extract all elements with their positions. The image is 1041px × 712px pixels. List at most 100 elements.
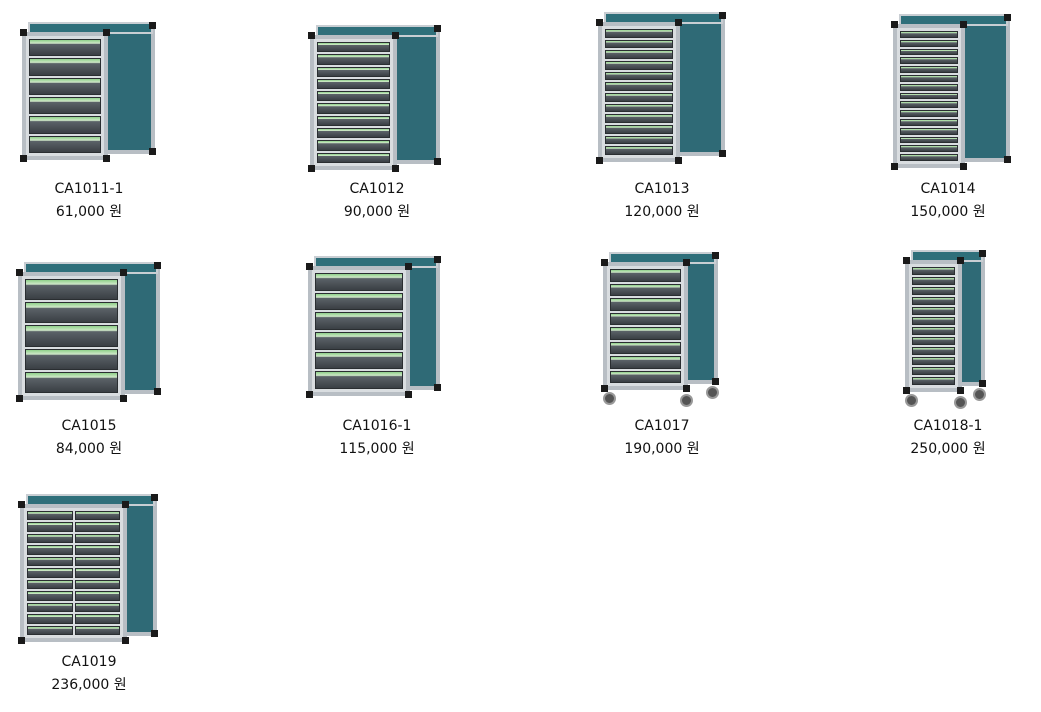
drawer — [900, 154, 958, 161]
drawer — [27, 556, 73, 567]
corner-cap — [601, 259, 608, 266]
product-price: 120,000 원 — [624, 204, 700, 220]
drawer — [27, 522, 73, 532]
cabinet-side-panel — [408, 258, 440, 390]
corner-cap — [154, 262, 161, 269]
drawer — [27, 625, 73, 635]
drawer — [317, 66, 390, 77]
drawer — [912, 277, 955, 285]
product-name[interactable]: CA1017 — [634, 418, 690, 434]
corner-cap — [154, 388, 161, 395]
product-name[interactable]: CA1011-1 — [54, 181, 124, 197]
corner-cap — [957, 387, 964, 394]
drawer — [74, 602, 120, 613]
drawer — [900, 92, 958, 100]
drawer — [27, 602, 73, 613]
drawer — [25, 302, 118, 324]
caster-wheel-icon — [973, 388, 986, 401]
drawer — [912, 327, 955, 335]
cabinet-front — [22, 32, 108, 160]
drawer — [317, 140, 390, 151]
cabinet-side-panel — [960, 252, 985, 386]
product-name[interactable]: CA1014 — [920, 181, 976, 197]
cabinet-front — [310, 35, 397, 170]
product-name[interactable]: CA1012 — [349, 181, 405, 197]
drawer — [610, 341, 681, 354]
drawer — [900, 74, 958, 82]
cabinet-side-panel — [686, 254, 718, 384]
drawer — [912, 297, 955, 305]
drawer — [27, 579, 73, 590]
corner-cap — [434, 25, 441, 32]
product-name[interactable]: CA1013 — [634, 181, 690, 197]
cabinet-side-panel — [395, 27, 440, 164]
drawer — [25, 279, 118, 301]
corner-cap — [18, 501, 25, 508]
product-price: 236,000 원 — [51, 677, 127, 693]
drawer — [27, 545, 73, 555]
corner-cap — [979, 250, 986, 257]
product-name[interactable]: CA1015 — [61, 418, 117, 434]
corner-cap — [891, 163, 898, 170]
drawer — [74, 579, 120, 590]
drawer — [912, 287, 955, 295]
corner-cap — [149, 148, 156, 155]
cabinet-front — [893, 24, 965, 168]
product-name[interactable]: CA1019 — [61, 654, 117, 670]
cabinet-side-panel — [125, 496, 157, 636]
drawer — [605, 39, 673, 49]
corner-cap — [719, 12, 726, 19]
drawer — [605, 61, 673, 70]
drawer — [912, 337, 955, 345]
cabinet-side-panel — [963, 16, 1010, 162]
drawer — [900, 39, 958, 47]
corner-cap — [960, 21, 967, 28]
drawer — [610, 370, 681, 383]
corner-cap — [122, 501, 129, 508]
drawer — [605, 82, 673, 92]
drawer — [29, 96, 101, 115]
corner-cap — [151, 630, 158, 637]
drawer — [900, 127, 958, 135]
drawer — [315, 351, 403, 370]
drawer — [317, 115, 390, 127]
drawer — [912, 347, 955, 355]
corner-cap — [120, 269, 127, 276]
cabinet-side-panel — [106, 24, 155, 154]
drawer — [610, 327, 681, 340]
drawer — [315, 332, 403, 350]
corner-cap — [20, 29, 27, 36]
drawer — [605, 93, 673, 102]
drawer — [317, 128, 390, 139]
drawer — [29, 77, 101, 95]
product-name[interactable]: CA1018-1 — [913, 418, 983, 434]
drawer — [27, 511, 73, 521]
drawer — [315, 273, 403, 291]
cabinet-side-panel — [678, 14, 725, 156]
corner-cap — [596, 157, 603, 164]
drawer — [610, 312, 681, 325]
corner-cap — [903, 387, 910, 394]
drawer — [900, 83, 958, 91]
corner-cap — [903, 257, 910, 264]
cabinet-front — [20, 504, 127, 642]
drawer — [74, 568, 120, 578]
drawer — [900, 31, 958, 38]
corner-cap — [675, 157, 682, 164]
corner-cap — [601, 385, 608, 392]
drawer — [900, 118, 958, 126]
drawer — [74, 614, 120, 624]
drawer — [74, 591, 120, 601]
drawer — [315, 312, 403, 331]
corner-cap — [434, 384, 441, 391]
drawer — [27, 591, 73, 601]
product-name[interactable]: CA1016-1 — [342, 418, 412, 434]
corner-cap — [675, 19, 682, 26]
corner-cap — [122, 637, 129, 644]
drawer — [900, 110, 958, 117]
drawer — [74, 556, 120, 567]
corner-cap — [979, 380, 986, 387]
cabinet-front — [603, 262, 688, 390]
corner-cap — [151, 494, 158, 501]
drawer — [605, 146, 673, 156]
